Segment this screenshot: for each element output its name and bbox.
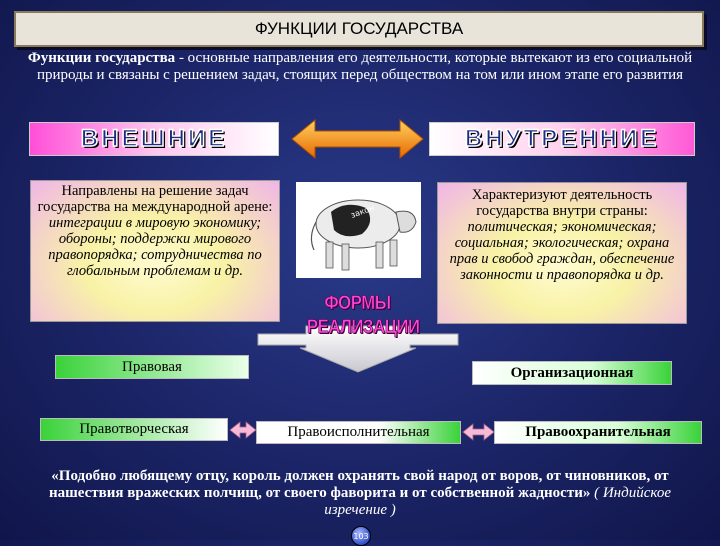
internal-functions-description: Характеризуют деятельность государства в… xyxy=(437,182,687,324)
organizational-form-box: Организационная xyxy=(472,361,672,385)
definition-text: Функции государства - основные направлен… xyxy=(20,50,700,84)
definition-term: Функции государства xyxy=(27,50,176,66)
cow-icon: закон xyxy=(310,199,417,271)
external-functions-description: Направлены на решение задач государства … xyxy=(30,180,280,322)
external-header-label: ВНЕШНИЕ xyxy=(80,124,228,153)
law-protection-box: Правоохранительная xyxy=(494,421,702,444)
forms-label-line2: РЕАЛИЗАЦИИ xyxy=(306,317,421,339)
forms-of-realization-label: ФОРМЫ РЕАЛИЗАЦИИ xyxy=(306,292,421,340)
quote-body: «Подобно любящему отцу, король должен ох… xyxy=(49,468,669,501)
page-number-badge: 103 xyxy=(351,526,371,546)
orange-double-arrow xyxy=(291,118,424,160)
internal-description-list: политическая; экономическая; социальная;… xyxy=(449,219,675,283)
external-description-plain: Направлены на решение задач государства … xyxy=(37,183,273,215)
definition-body: - основные направления его деятельности,… xyxy=(36,50,693,83)
external-functions-header: ВНЕШНИЕ xyxy=(29,122,279,156)
internal-header-label: ВНУТРЕННИЕ xyxy=(464,124,660,153)
forms-label-line1: ФОРМЫ xyxy=(324,293,391,315)
lawmaking-box: Правотворческая xyxy=(40,418,228,441)
pink-double-arrow-right xyxy=(462,423,495,441)
internal-functions-header: ВНУТРЕННИЕ xyxy=(429,122,695,156)
slide-title: ФУНКЦИИ ГОСУДАРСТВА xyxy=(14,11,704,47)
external-description-list: интеграции в мировую экономику; обороны;… xyxy=(48,215,262,279)
internal-description-plain: Характеризуют деятельность государства в… xyxy=(471,187,653,219)
quote-source: ( Индийское изречение ) xyxy=(324,485,671,518)
white-down-arrow xyxy=(257,325,459,373)
legal-form-box: Правовая xyxy=(55,355,249,379)
pink-double-arrow-left xyxy=(229,421,257,439)
cow-illustration: закон xyxy=(296,182,421,278)
enforcement-box: Правоисполнительная xyxy=(256,421,461,444)
quote-text: «Подобно любящему отцу, король должен ох… xyxy=(30,468,690,519)
